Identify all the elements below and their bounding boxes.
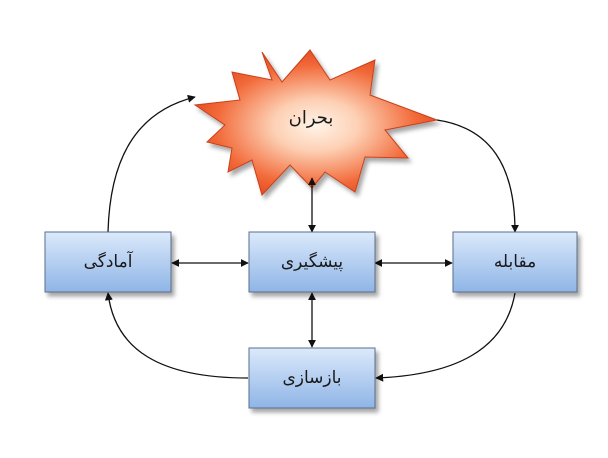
connector-crisis-response	[436, 119, 519, 233]
recovery-box	[248, 347, 376, 409]
preparedness-label: آمادگی	[84, 250, 134, 272]
prevention-node: پیشگیری	[248, 231, 376, 293]
connectors	[104, 94, 519, 382]
prevention-label: پیشگیری	[281, 251, 343, 272]
response-node: مقابله	[452, 231, 578, 293]
response-label: مقابله	[494, 252, 536, 272]
connector-preparedness-crisis	[107, 94, 196, 233]
crisis-burst: بحران	[193, 49, 439, 196]
connector-response-recovery	[375, 292, 516, 382]
prevention-box	[248, 231, 376, 293]
connector-recovery-preparedness	[104, 292, 249, 379]
response-box	[452, 231, 578, 293]
crisis-label: بحران	[289, 108, 334, 129]
recovery-node: بازسازی	[248, 347, 376, 409]
preparedness-node: آمادگی	[44, 231, 172, 293]
preparedness-box	[44, 231, 172, 293]
recovery-label: بازسازی	[282, 368, 341, 388]
